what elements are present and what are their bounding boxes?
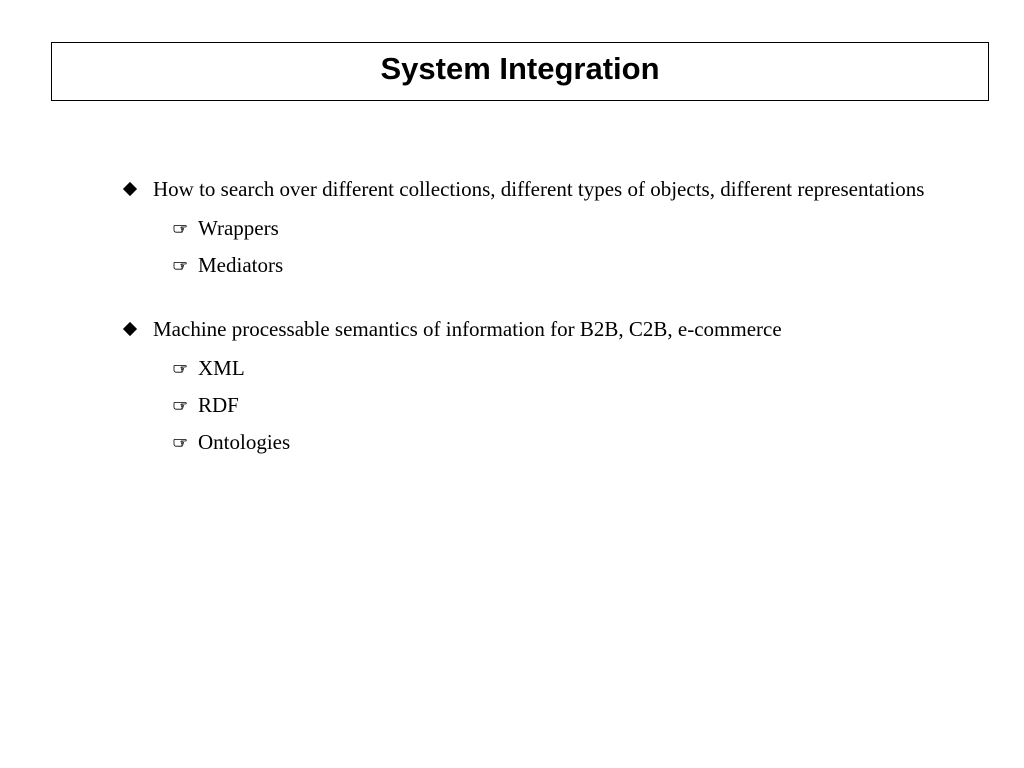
diamond-bullet-icon — [122, 181, 138, 197]
sub-bullet-text: RDF — [198, 393, 239, 417]
slide-title: System Integration — [380, 51, 660, 86]
sub-bullet-item: RDF — [153, 387, 942, 424]
pointing-hand-icon — [173, 439, 187, 447]
diamond-bullet-icon — [122, 321, 138, 337]
title-box: System Integration — [51, 42, 989, 101]
sub-bullet-text: Wrappers — [198, 216, 279, 240]
bullet-item: Machine processable semantics of informa… — [122, 314, 942, 461]
sub-bullet-item: XML — [153, 350, 942, 387]
pointing-hand-icon — [173, 225, 187, 233]
sub-bullet-item: Mediators — [153, 247, 942, 284]
bullet-text: Machine processable semantics of informa… — [153, 317, 782, 341]
sub-bullet-list: XML RDF Ontologies — [153, 350, 942, 461]
sub-bullet-list: Wrappers Mediators — [153, 210, 942, 284]
sub-bullet-item: Wrappers — [153, 210, 942, 247]
pointing-hand-icon — [173, 365, 187, 373]
sub-bullet-text: XML — [198, 356, 245, 380]
sub-bullet-item: Ontologies — [153, 424, 942, 461]
bullet-text: How to search over different collections… — [153, 177, 925, 201]
bullet-item: How to search over different collections… — [122, 174, 942, 284]
pointing-hand-icon — [173, 402, 187, 410]
pointing-hand-icon — [173, 262, 187, 270]
sub-bullet-text: Ontologies — [198, 430, 291, 454]
sub-bullet-text: Mediators — [198, 253, 284, 277]
bullet-list: How to search over different collections… — [122, 174, 942, 491]
